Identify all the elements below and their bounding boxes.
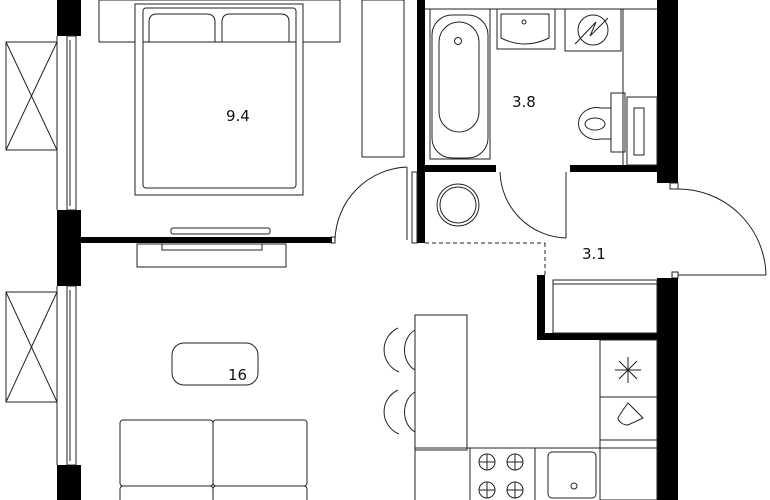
washing-machine [564, 8, 622, 52]
toilet [578, 92, 658, 166]
entrance-door[interactable] [669, 182, 767, 279]
room-area-hallway: 3.1 [582, 245, 606, 263]
oven-flame-icon [617, 402, 644, 426]
bathroom-door[interactable] [499, 171, 567, 239]
kitchen-sink [547, 451, 597, 499]
window-bedroom [56, 35, 77, 211]
sink [496, 8, 556, 50]
bed [134, 3, 304, 196]
hallway-walls [537, 275, 678, 500]
fridge-snowflake-icon [615, 357, 641, 383]
room-area-bedroom: 9.4 [226, 107, 250, 125]
sofa [119, 419, 308, 500]
bedroom-wall [81, 237, 332, 243]
room-area-living: 16 [228, 366, 247, 384]
hallway-closet [552, 279, 658, 334]
bathtub [429, 8, 491, 160]
coffee-table [171, 342, 259, 386]
window-living [56, 285, 77, 466]
bar-stool [383, 389, 416, 435]
bedroom-door[interactable] [330, 166, 408, 244]
bathroom-walls [417, 0, 678, 243]
stove [478, 453, 524, 499]
tv [136, 227, 287, 268]
left-wall [57, 0, 81, 500]
radiator-bedroom [5, 41, 58, 151]
boiler [436, 183, 480, 227]
wardrobe [361, 0, 405, 158]
bar-stool [383, 327, 416, 373]
bar-counter [414, 314, 468, 451]
room-area-bathroom: 3.8 [512, 93, 536, 111]
radiator-living [5, 291, 58, 403]
kitchen-counter [414, 339, 658, 500]
